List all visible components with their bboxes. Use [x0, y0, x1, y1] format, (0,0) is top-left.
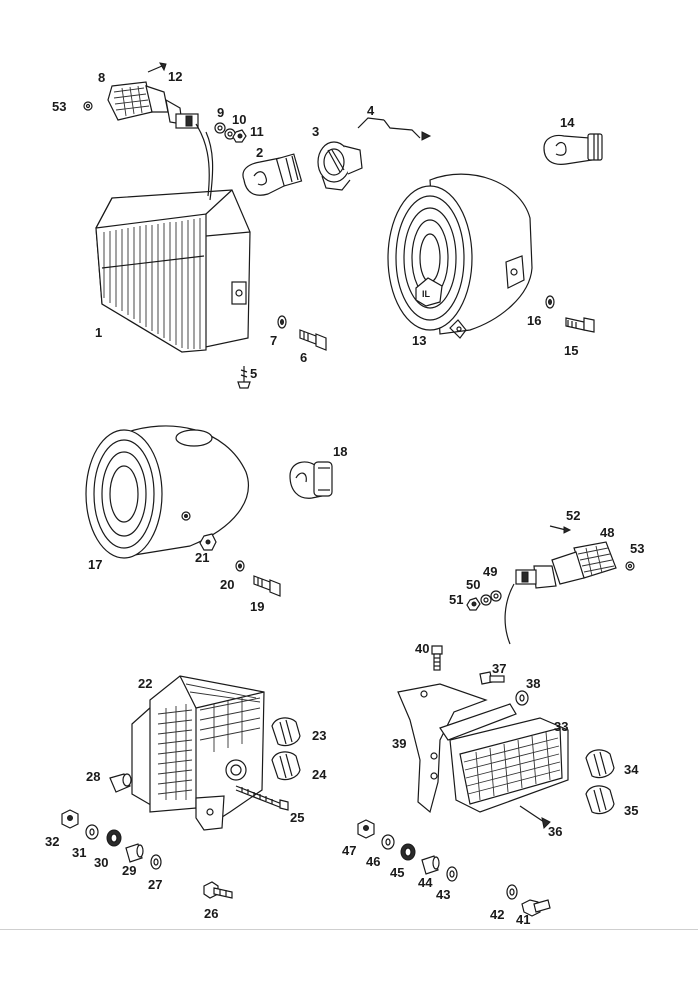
bulb-14	[543, 133, 603, 165]
label-3: 3	[312, 124, 319, 139]
label-17: 17	[88, 557, 102, 572]
label-49: 49	[483, 564, 497, 579]
label-36: 36	[548, 824, 562, 839]
label-31: 31	[72, 845, 86, 860]
label-48: 48	[600, 525, 614, 540]
label-44: 44	[418, 875, 433, 890]
screw-5	[237, 366, 251, 389]
svg-text:IL: IL	[422, 289, 431, 299]
label-10: 10	[232, 112, 246, 127]
bulb-34	[585, 749, 615, 779]
bolt-25	[235, 785, 289, 811]
rectangular-headlight	[95, 131, 251, 353]
label-37: 37	[492, 661, 506, 676]
label-8: 8	[98, 70, 105, 85]
bulb-18	[289, 461, 333, 499]
label-33: 33	[554, 719, 568, 734]
label-50: 50	[466, 577, 480, 592]
washers-49-50-51	[466, 590, 502, 611]
label-30: 30	[94, 855, 108, 870]
washer-38	[515, 690, 529, 706]
label-42: 42	[490, 907, 504, 922]
wire-4	[357, 117, 432, 141]
label-13: 13	[412, 333, 426, 348]
washer-20	[235, 560, 245, 572]
label-32: 32	[45, 834, 59, 849]
label-29: 29	[122, 863, 136, 878]
screw-37	[479, 671, 505, 685]
bulb-holder-3	[317, 141, 363, 191]
label-5: 5	[250, 366, 257, 381]
round-headlight-13: IL	[387, 173, 533, 339]
label-2: 2	[256, 145, 263, 160]
washer-42	[506, 884, 518, 900]
footer-divider	[0, 929, 698, 930]
bolt-41	[521, 899, 551, 917]
screw-19	[253, 575, 281, 597]
label-14: 14	[560, 115, 575, 130]
label-9: 9	[217, 105, 224, 120]
label-53-right: 53	[630, 541, 644, 556]
label-18: 18	[333, 444, 347, 459]
label-16: 16	[527, 313, 541, 328]
bullet-headlight-17	[85, 425, 249, 559]
washers-9-10-11	[214, 122, 247, 143]
label-38: 38	[526, 676, 540, 691]
washer-7	[277, 315, 287, 329]
label-25: 25	[290, 810, 304, 825]
label-12: 12	[168, 69, 182, 84]
label-6: 6	[300, 350, 307, 365]
label-46: 46	[366, 854, 380, 869]
label-15: 15	[564, 343, 578, 358]
bolt-26	[203, 881, 233, 899]
bulb-23	[271, 717, 301, 747]
label-43: 43	[436, 887, 450, 902]
label-39: 39	[392, 736, 406, 751]
label-34: 34	[624, 762, 639, 777]
small-hardware-27-32	[61, 809, 162, 870]
turn-signal-upper-left	[83, 81, 210, 197]
label-22: 22	[138, 676, 152, 691]
label-11: 11	[250, 124, 264, 139]
label-47: 47	[342, 843, 356, 858]
label-41: 41	[516, 912, 530, 927]
tail-light-33	[439, 703, 569, 830]
screw-15	[565, 317, 595, 333]
bulb-24	[271, 751, 301, 781]
label-23: 23	[312, 728, 326, 743]
screw-52	[549, 525, 572, 534]
label-20: 20	[220, 577, 234, 592]
nut-21	[199, 533, 217, 551]
label-19: 19	[250, 599, 264, 614]
bulb-2	[242, 153, 303, 196]
label-24: 24	[312, 767, 327, 782]
label-35: 35	[624, 803, 638, 818]
bolt-40	[431, 645, 443, 671]
screw-12	[147, 62, 167, 73]
turn-signal-right	[504, 541, 635, 645]
label-40: 40	[415, 641, 429, 656]
label-4: 4	[367, 103, 375, 118]
label-51: 51	[449, 592, 463, 607]
label-7: 7	[270, 333, 277, 348]
part-number-labels: 1 2 3 4 5 6 7 8 9 10 11 12 13 14 15 16 1…	[45, 69, 644, 927]
tail-light-22	[131, 675, 265, 831]
label-1: 1	[95, 325, 102, 340]
screw-6	[299, 329, 327, 351]
label-26: 26	[204, 906, 218, 921]
label-45: 45	[390, 865, 404, 880]
small-hardware-43-47	[357, 819, 458, 882]
bulb-35	[585, 785, 615, 815]
spacer-28	[109, 773, 132, 793]
label-52: 52	[566, 508, 580, 523]
label-27: 27	[148, 877, 162, 892]
label-21: 21	[195, 550, 209, 565]
bracket-39	[397, 683, 488, 814]
label-28: 28	[86, 769, 100, 784]
washer-16	[545, 295, 555, 309]
label-53-left: 53	[52, 99, 66, 114]
